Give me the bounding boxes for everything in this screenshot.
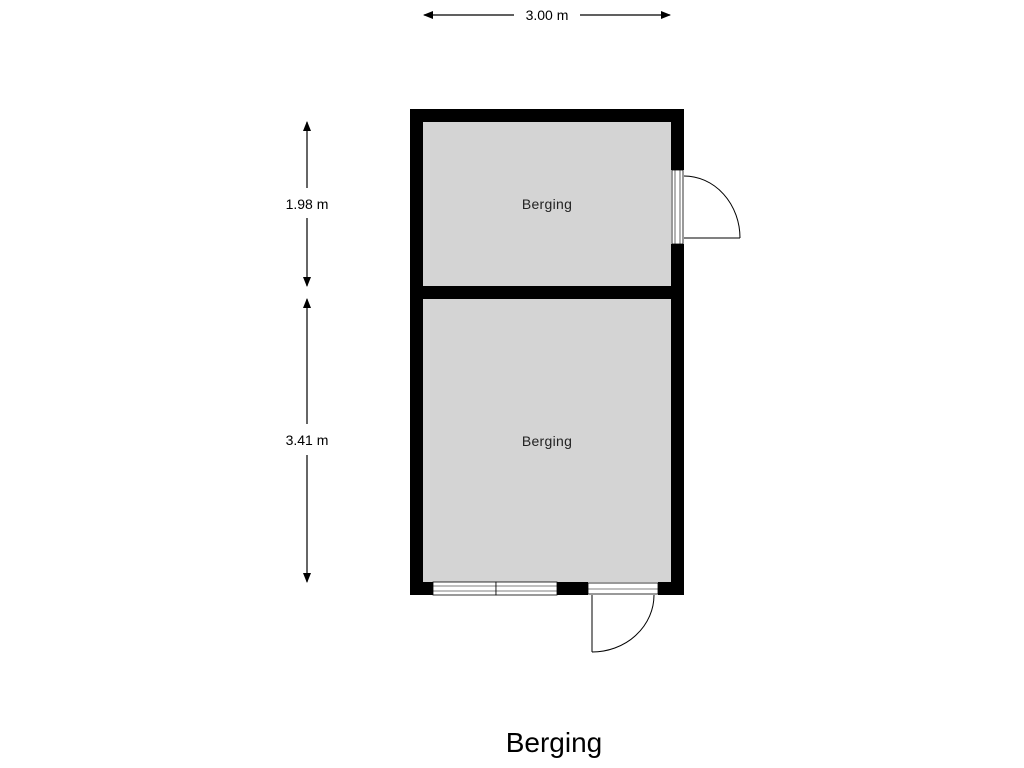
width-dimension: 3.00 m bbox=[423, 7, 671, 23]
room-floor-lower bbox=[423, 299, 671, 582]
door-right bbox=[671, 169, 741, 245]
lower-room-depth-dimension: 3.41 m bbox=[286, 298, 329, 583]
upper-room-depth-label: 1.98 m bbox=[286, 196, 329, 212]
door-right-opening bbox=[671, 170, 684, 244]
width-dimension-label: 3.00 m bbox=[526, 7, 569, 23]
window-bottom-middle bbox=[495, 581, 558, 596]
room-label-upper: Berging bbox=[522, 196, 572, 212]
door-bottom-opening bbox=[588, 582, 658, 595]
bottom-openings bbox=[432, 581, 659, 653]
door-right-frame bbox=[671, 169, 684, 245]
window-bottom-left bbox=[432, 581, 497, 596]
door-right-swing-arc bbox=[683, 175, 741, 239]
room-label-lower: Berging bbox=[522, 433, 572, 449]
upper-room-depth-dimension: 1.98 m bbox=[286, 121, 329, 287]
lower-room-depth-label: 3.41 m bbox=[286, 432, 329, 448]
door-bottom-swing-arc bbox=[591, 594, 655, 653]
door-bottom-frame bbox=[587, 582, 659, 595]
plan-title: Berging bbox=[506, 727, 603, 758]
room-floor-upper bbox=[423, 122, 671, 286]
